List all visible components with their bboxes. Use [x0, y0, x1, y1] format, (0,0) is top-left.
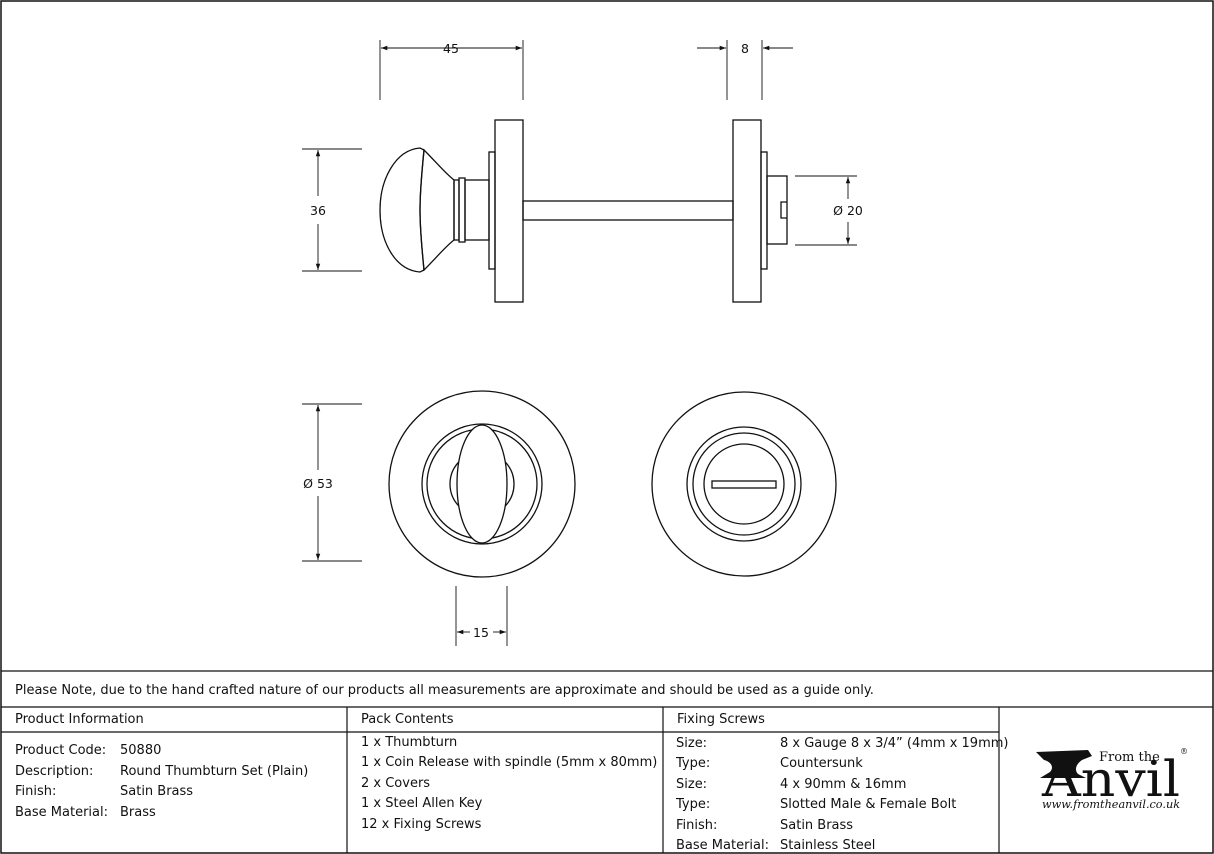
- from-the-anvil-logo: From the ® Anvil www.fromtheanvil.co.uk: [1036, 747, 1188, 811]
- product-info-label: Base Material:: [15, 805, 108, 820]
- coin-release: [766, 175, 788, 245]
- fixing-screws-label: Base Material:: [676, 838, 769, 853]
- product-info-value: 50880: [120, 743, 161, 758]
- product-info-label: Product Code:: [15, 743, 106, 758]
- pack-contents-item: 2 x Covers: [361, 776, 430, 791]
- fixing-screws-label: Size:: [676, 736, 707, 751]
- product-info-title: Product Information: [15, 712, 144, 727]
- thumbturn-rose-ring-outer: [421, 423, 543, 545]
- coin-release-slot: [780, 201, 787, 219]
- fixing-screws-section: Fixing Screws Size: 8 x Gauge 8 x 3/4” (…: [675, 712, 1008, 853]
- front-view-dimensions: [302, 403, 508, 646]
- side-view-dimensions: [302, 40, 857, 272]
- spindle: [522, 200, 734, 221]
- pack-contents-item: 1 x Thumbturn: [361, 735, 457, 750]
- knob-dome: [379, 147, 425, 273]
- left-rose-plate: [494, 119, 524, 303]
- product-info-label: Finish:: [15, 784, 56, 799]
- thumbturn-front-view: [388, 390, 576, 578]
- fixing-screws-value: 8 x Gauge 8 x 3/4” (4mm x 19mm): [780, 736, 1008, 751]
- logo-from-the: From the: [1099, 750, 1160, 765]
- product-info-value: Brass: [120, 805, 156, 820]
- fixing-screws-value: Stainless Steel: [780, 838, 875, 853]
- fixing-screws-value: 4 x 90mm & 16mm: [780, 777, 906, 792]
- fixing-screws-label: Type:: [675, 797, 710, 812]
- release-slot: [711, 480, 777, 489]
- pack-contents-item: 1 x Coin Release with spindle (5mm x 80m…: [361, 755, 657, 770]
- coin-release-front-view: [651, 391, 837, 577]
- product-info-label: Description:: [15, 764, 93, 779]
- logo-url: www.fromtheanvil.co.uk: [1042, 798, 1180, 811]
- fixing-screws-value: Satin Brass: [780, 818, 853, 833]
- collar-ring-2: [458, 177, 466, 243]
- pack-contents-item: 12 x Fixing Screws: [361, 817, 482, 832]
- fixing-screws-label: Type:: [675, 756, 710, 771]
- dim-knob-length: 45: [443, 41, 459, 56]
- logo-registered-mark: ®: [1180, 747, 1188, 756]
- dim-knob-height: 36: [310, 203, 326, 218]
- anvil-icon: [1036, 750, 1092, 778]
- logo-brand-name: Anvil: [1041, 750, 1180, 808]
- collar-body: [464, 179, 490, 241]
- collar-ring-1: [453, 179, 460, 241]
- pack-contents-item: 1 x Steel Allen Key: [361, 796, 483, 811]
- thumbturn-lever: [456, 424, 508, 544]
- thumbturn-rose-outer: [388, 390, 576, 578]
- fixing-screws-label: Finish:: [676, 818, 717, 833]
- right-rose-lip: [760, 151, 768, 270]
- fixing-screws-value: Slotted Male & Female Bolt: [780, 797, 956, 812]
- left-rose-lip: [488, 151, 496, 270]
- release-rose-ring-inner: [692, 432, 796, 536]
- dim-release-diameter: Ø 20: [833, 203, 863, 218]
- measurement-note: Please Note, due to the hand crafted nat…: [15, 683, 874, 698]
- release-rose-outer: [651, 391, 837, 577]
- fixing-screws-label: Size:: [676, 777, 707, 792]
- dim-thumb-width: 15: [473, 625, 489, 640]
- knob-neck: [419, 148, 455, 272]
- fixing-screws-title: Fixing Screws: [677, 712, 765, 727]
- pack-contents-title: Pack Contents: [361, 712, 454, 727]
- dim-cover-thickness: 8: [741, 41, 749, 56]
- product-info-value: Satin Brass: [120, 784, 193, 799]
- side-view: [379, 119, 788, 303]
- release-rose-ring-outer: [686, 426, 802, 542]
- pack-contents-section: Pack Contents 1 x Thumbturn 1 x Coin Rel…: [361, 712, 657, 832]
- product-information-section: Product Information Product Code: 50880 …: [15, 712, 308, 820]
- dim-rose-diameter: Ø 53: [303, 476, 333, 491]
- info-table-lines: [1, 670, 1213, 853]
- release-disc: [703, 443, 785, 525]
- right-rose-plate: [732, 119, 762, 303]
- product-info-value: Round Thumbturn Set (Plain): [120, 764, 308, 779]
- fixing-screws-value: Countersunk: [780, 756, 863, 771]
